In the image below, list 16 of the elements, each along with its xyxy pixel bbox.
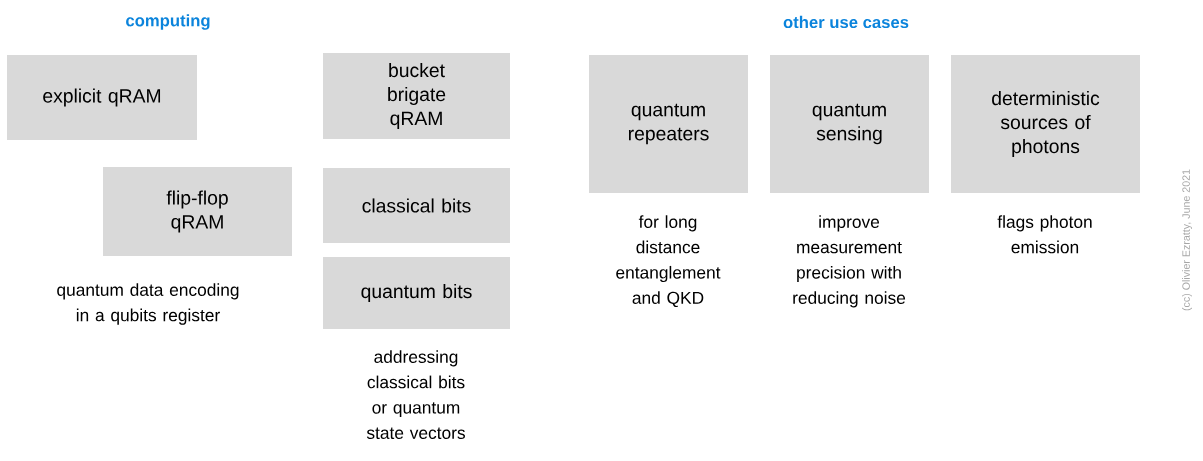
category-box: flip-flop qRAM — [103, 167, 292, 256]
category-box: bucket brigate qRAM — [323, 53, 510, 139]
description-text: flags photon emission — [997, 215, 1092, 254]
description-text: for long distance entanglement and QKD — [616, 215, 721, 308]
credit-text: (cc) Olivier Ezratty, June 2021 — [1182, 169, 1192, 311]
description-text: quantum data encoding in a qubits register — [57, 283, 239, 325]
description-text: addressing classical bits or quantum state vectors — [366, 350, 465, 439]
section-heading: other use cases — [783, 15, 909, 29]
category-box: quantum bits — [323, 257, 510, 329]
category-box: deterministic sources of photons — [951, 55, 1140, 193]
category-box: quantum sensing — [770, 55, 929, 193]
category-box: quantum repeaters — [589, 55, 748, 193]
category-box: explicit qRAM — [7, 55, 197, 140]
description-text: improve measurement precision with reducing noise — [793, 215, 906, 308]
category-box: classical bits — [323, 168, 510, 243]
section-heading: computing — [126, 14, 210, 30]
